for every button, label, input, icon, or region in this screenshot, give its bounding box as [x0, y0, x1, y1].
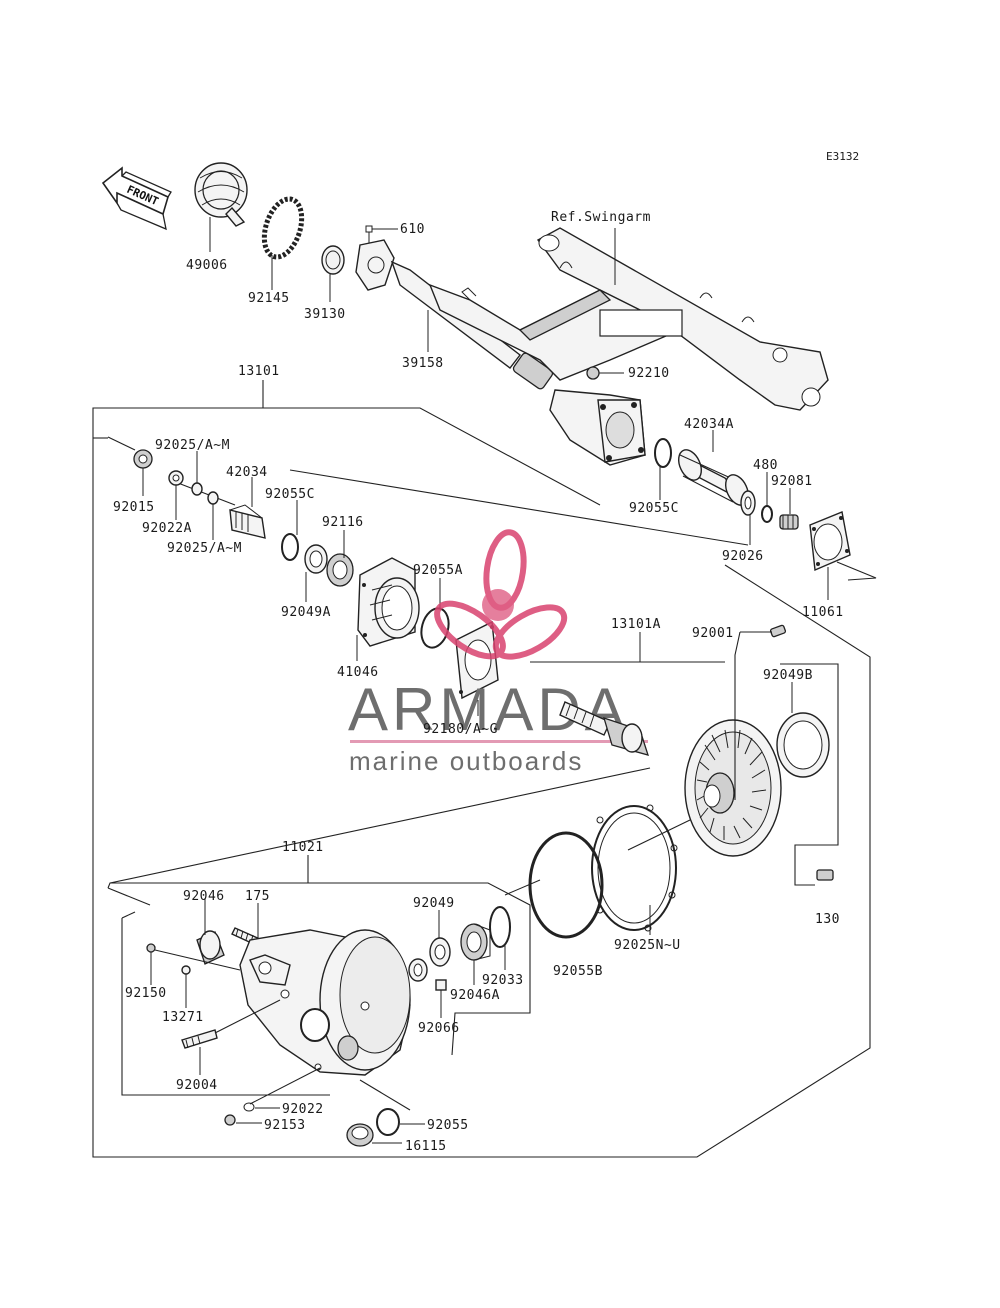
part-92055c-oring-right[interactable]: [654, 438, 672, 468]
part-92025-shim-top[interactable]: [191, 482, 203, 496]
label-39130[interactable]: 39130: [304, 307, 346, 322]
part-92015-nut[interactable]: [133, 449, 153, 469]
label-92116[interactable]: 92116: [322, 515, 364, 530]
ref-swingarm-label: Ref.Swingarm: [551, 210, 651, 225]
label-92001[interactable]: 92001: [692, 626, 734, 641]
label-92055a[interactable]: 92055A: [413, 563, 463, 578]
label-92033[interactable]: 92033: [482, 973, 524, 988]
label-92150[interactable]: 92150: [125, 986, 167, 1001]
part-92055b-oring[interactable]: [528, 831, 604, 939]
label-92145[interactable]: 92145: [248, 291, 290, 306]
label-92081[interactable]: 92081: [771, 474, 813, 489]
part-92081-spring[interactable]: [779, 514, 799, 530]
part-92145-boot-band[interactable]: [258, 194, 309, 262]
label-92046[interactable]: 92046: [183, 889, 225, 904]
label-92004[interactable]: 92004: [176, 1078, 218, 1093]
part-92116-bearing[interactable]: [326, 553, 354, 587]
part-92026-washer[interactable]: [740, 490, 756, 516]
part-13101a-pinion-gear[interactable]: [559, 701, 649, 756]
label-42034[interactable]: 42034: [226, 465, 268, 480]
part-13271-dowel[interactable]: [181, 965, 191, 1008]
part-42034-pinion-collar[interactable]: [229, 504, 266, 539]
part-92049b-oil-seal[interactable]: [776, 712, 830, 778]
label-39158[interactable]: 39158: [402, 356, 444, 371]
label-92049b[interactable]: 92049B: [763, 668, 813, 683]
part-11061-gasket[interactable]: [809, 511, 851, 572]
label-610[interactable]: 610: [400, 222, 425, 237]
part-130-bolt[interactable]: [816, 869, 834, 881]
part-39130-band[interactable]: [321, 245, 345, 275]
label-42034a[interactable]: 42034A: [684, 417, 734, 432]
label-92180[interactable]: 92180/A~G: [423, 722, 498, 737]
label-13101[interactable]: 13101: [238, 364, 280, 379]
label-92022a[interactable]: 92022A: [142, 521, 192, 536]
label-49006[interactable]: 49006: [186, 258, 228, 273]
part-collar[interactable]: [408, 958, 428, 982]
label-92066[interactable]: 92066: [418, 1021, 460, 1036]
label-11021[interactable]: 11021: [282, 840, 324, 855]
part-92004-stud[interactable]: [181, 1029, 218, 1075]
label-92026[interactable]: 92026: [722, 549, 764, 564]
front-arrow-icon: FRONT: [101, 166, 172, 231]
assembly-frame-13101: [92, 380, 877, 1158]
part-labels: 49006 92145 39130 610 39158 92210 13101 …: [113, 222, 844, 1154]
label-130[interactable]: 130: [815, 912, 840, 927]
label-92055b[interactable]: 92055B: [553, 964, 603, 979]
label-92210[interactable]: 92210: [628, 366, 670, 381]
label-92055c-left[interactable]: 92055C: [265, 487, 315, 502]
part-11021-final-gear-case[interactable]: [239, 929, 411, 1076]
label-92025nu[interactable]: 92025N~U: [614, 938, 681, 953]
part-92001-bolt[interactable]: [740, 624, 787, 638]
label-92025-bottom[interactable]: 92025/A~M: [167, 541, 242, 556]
part-92022-washer[interactable]: [243, 1102, 280, 1112]
watermark-tagline: marine outboards: [349, 746, 583, 776]
part-16115-cap[interactable]: [346, 1123, 402, 1147]
part-92046a-bearing[interactable]: [460, 923, 491, 961]
label-92049[interactable]: 92049: [413, 896, 455, 911]
label-92025-top[interactable]: 92025/A~M: [155, 438, 230, 453]
part-92055c-oring-left[interactable]: [281, 533, 299, 561]
label-175[interactable]: 175: [245, 889, 270, 904]
part-92025nu-shim-ring[interactable]: [591, 804, 678, 932]
label-11061[interactable]: 11061: [802, 605, 844, 620]
label-92015[interactable]: 92015: [113, 500, 155, 515]
swingarm-reference: [428, 227, 829, 466]
part-92153-bolt[interactable]: [224, 1114, 262, 1126]
label-13271[interactable]: 13271: [162, 1010, 204, 1025]
label-92055c-right[interactable]: 92055C: [629, 501, 679, 516]
label-92046a[interactable]: 92046A: [450, 988, 500, 1003]
part-41046-housing[interactable]: [357, 557, 420, 647]
part-92066-plug[interactable]: [435, 979, 447, 1018]
label-13101a[interactable]: 13101A: [611, 617, 661, 632]
watermark-logo: [434, 529, 568, 660]
part-92046-bearing[interactable]: [196, 930, 225, 965]
part-42034a-spacer[interactable]: [674, 446, 753, 508]
label-41046[interactable]: 41046: [337, 665, 379, 680]
part-49006-boot[interactable]: [194, 162, 248, 227]
label-92049a[interactable]: 92049A: [281, 605, 331, 620]
label-92153[interactable]: 92153: [264, 1118, 306, 1133]
part-ring-gear-cover[interactable]: [684, 719, 782, 857]
label-92022[interactable]: 92022: [282, 1102, 324, 1117]
part-92025-shim-bottom[interactable]: [207, 491, 219, 505]
part-92055-oring[interactable]: [376, 1108, 425, 1136]
label-92055[interactable]: 92055: [427, 1118, 469, 1133]
part-480-circlip[interactable]: [761, 505, 773, 523]
watermark-divider: [350, 740, 648, 743]
part-92150-bolt[interactable]: [146, 943, 156, 985]
part-92049-oil-seal[interactable]: [429, 937, 451, 967]
diagram-code: E3132: [826, 150, 859, 163]
assembly-frame-11021: [107, 767, 651, 1096]
label-480[interactable]: 480: [753, 458, 778, 473]
part-92033-circlip[interactable]: [489, 906, 511, 948]
part-92210-bolt[interactable]: [586, 366, 624, 380]
part-92049a-oil-seal[interactable]: [304, 544, 328, 574]
label-16115[interactable]: 16115: [405, 1139, 447, 1154]
part-92022a-washer[interactable]: [168, 470, 184, 486]
